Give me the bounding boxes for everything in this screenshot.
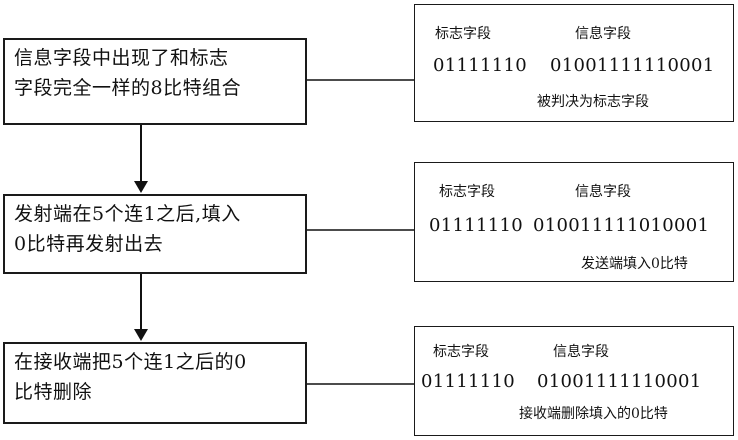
step-3-line-2: 比特删除 <box>14 377 305 407</box>
arrowhead-2 <box>134 329 148 341</box>
example-3-info-bits: 01001111110001 <box>537 371 702 392</box>
example-2-note: 发送端填入0比特 <box>581 253 688 273</box>
step-2-line-1: 发射端在5个连1之后,填入 <box>14 199 305 229</box>
example-1-info-label: 信息字段 <box>575 23 631 43</box>
example-box-1: 标志字段 信息字段 01111110 01001111110001 被判决为标志… <box>414 4 734 122</box>
example-box-2: 标志字段 信息字段 01111110 010011111010001 发送端填入… <box>414 162 734 282</box>
example-1-flag-bits: 01111110 <box>433 55 527 76</box>
step-3-line-1: 在接收端把5个连1之后的0 <box>14 347 305 377</box>
example-1-info-bits: 01001111110001 <box>550 55 715 76</box>
example-2-info-bits: 010011111010001 <box>533 215 709 236</box>
example-2-flag-label: 标志字段 <box>439 181 495 201</box>
arrowhead-1 <box>134 181 148 193</box>
example-3-flag-label: 标志字段 <box>433 341 489 361</box>
example-1-note: 被判决为标志字段 <box>537 91 649 111</box>
example-2-info-label: 信息字段 <box>575 181 631 201</box>
step-box-3: 在接收端把5个连1之后的0 比特删除 <box>3 342 307 424</box>
step-box-2: 发射端在5个连1之后,填入 0比特再发射出去 <box>3 194 307 274</box>
step-1-line-2: 字段完全一样的8比特组合 <box>14 73 305 103</box>
step-box-1: 信息字段中出现了和标志 字段完全一样的8比特组合 <box>3 38 307 125</box>
example-3-info-label: 信息字段 <box>553 341 609 361</box>
step-2-line-2: 0比特再发射出去 <box>14 229 305 259</box>
example-box-3: 标志字段 信息字段 01111110 01001111110001 接收端删除填… <box>414 326 734 436</box>
example-1-flag-label: 标志字段 <box>435 23 491 43</box>
step-1-line-1: 信息字段中出现了和标志 <box>14 43 305 73</box>
example-3-note: 接收端删除填入的0比特 <box>519 403 668 423</box>
example-2-flag-bits: 01111110 <box>429 215 523 236</box>
example-3-flag-bits: 01111110 <box>421 371 515 392</box>
